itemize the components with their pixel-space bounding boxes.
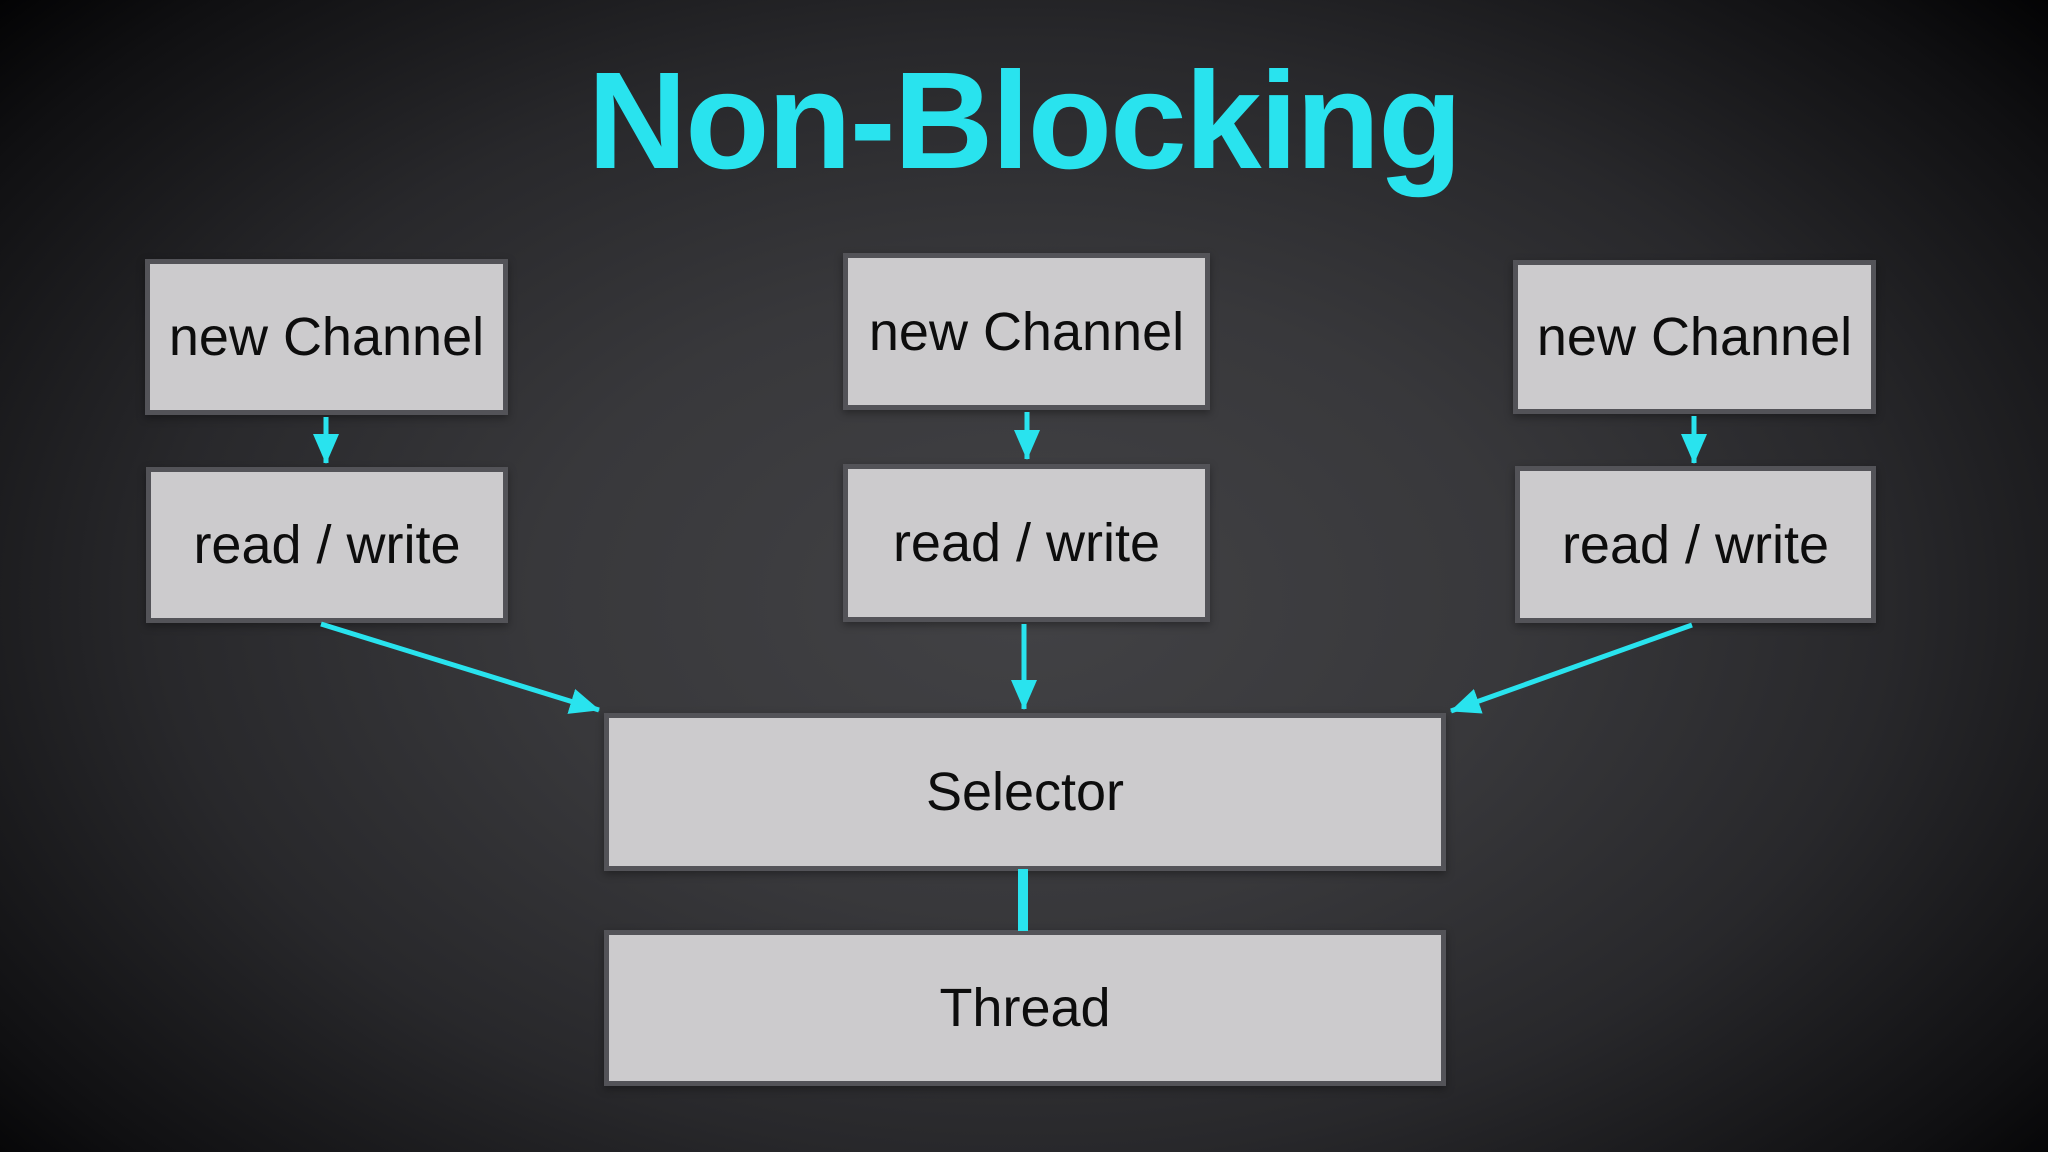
node-read-write-middle: read / write (843, 464, 1210, 622)
node-new-channel-middle: new Channel (843, 253, 1210, 410)
node-thread: Thread (604, 930, 1446, 1086)
node-new-channel-right: new Channel (1513, 260, 1876, 414)
node-read-write-right: read / write (1515, 466, 1876, 623)
node-read-write-left: read / write (146, 467, 508, 623)
arrow-read-write-left-to-selector (320, 621, 600, 714)
node-selector: Selector (604, 713, 1446, 871)
slide-title: Non-Blocking (587, 44, 1463, 198)
node-new-channel-left: new Channel (145, 259, 508, 415)
arrow-read-write-right-to-selector (1450, 622, 1693, 714)
